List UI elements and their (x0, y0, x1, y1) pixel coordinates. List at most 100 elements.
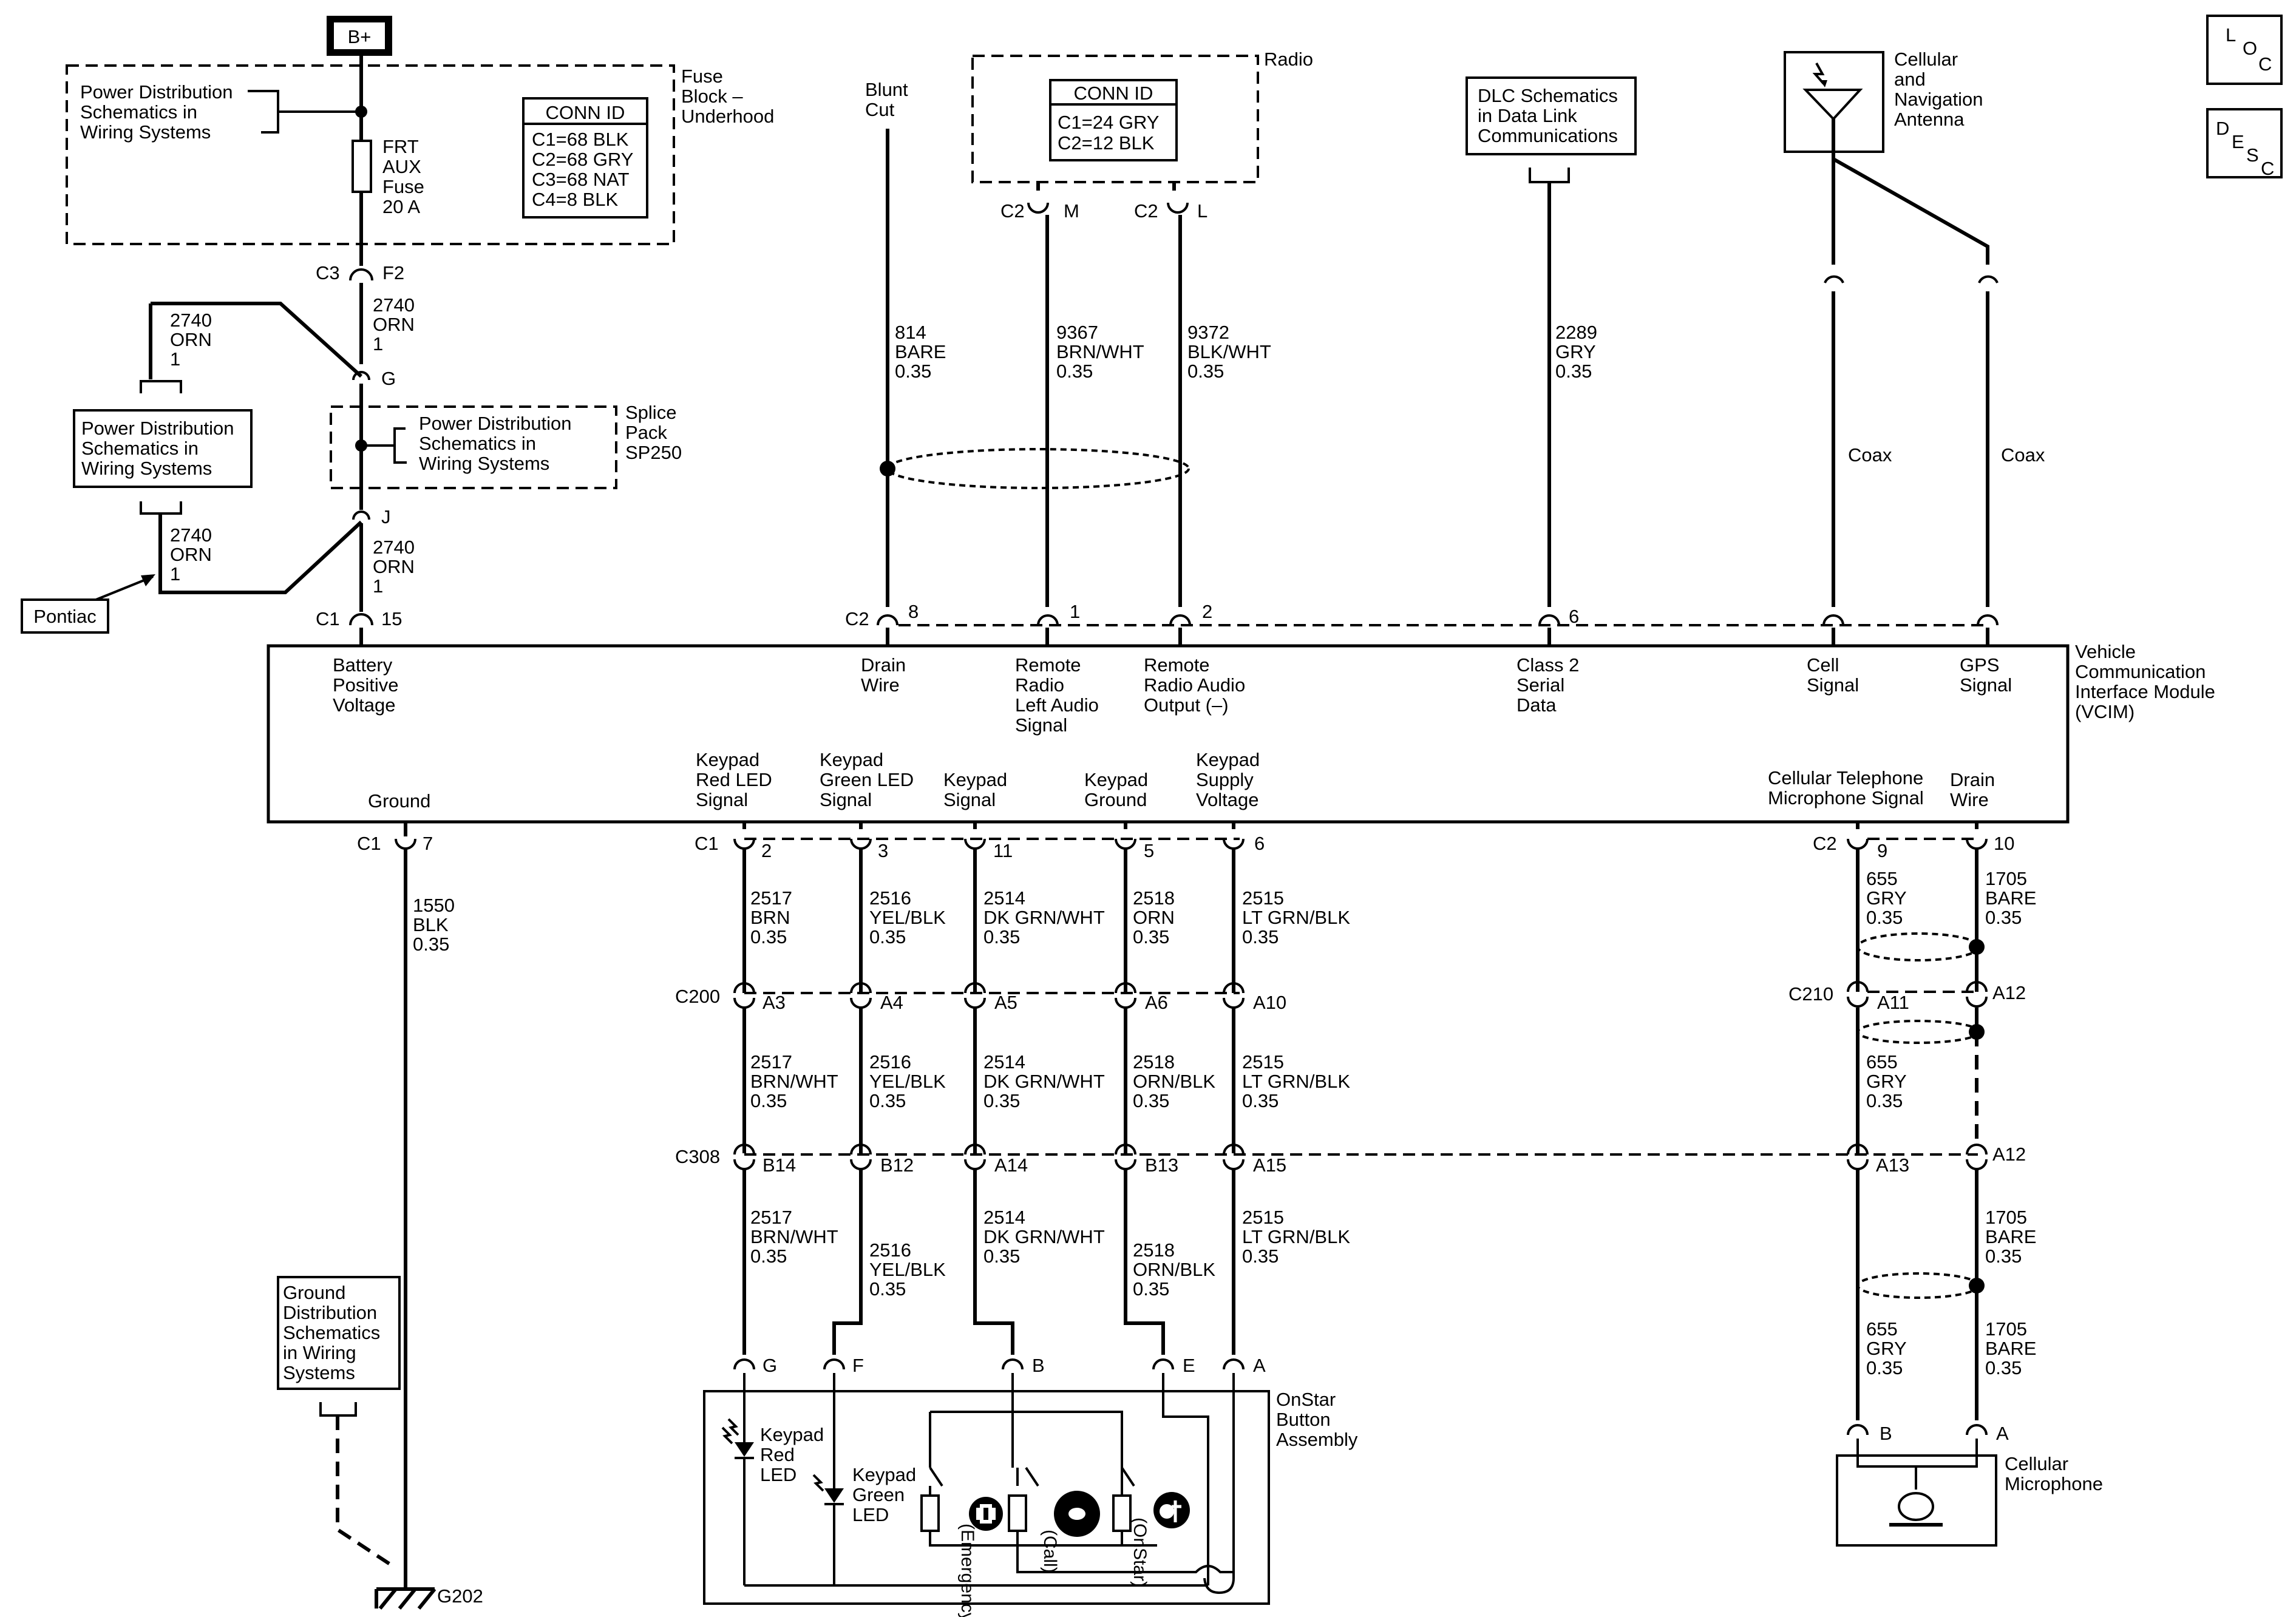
c1-ground-label: C1 (357, 833, 381, 854)
svg-text:0.35: 0.35 (983, 1246, 1020, 1267)
svg-text:BRN: BRN (750, 907, 790, 928)
svg-text:Drain: Drain (861, 654, 906, 676)
svg-text:LT GRN/BLK: LT GRN/BLK (1242, 1226, 1350, 1247)
svg-text:1: 1 (373, 575, 383, 597)
svg-text:2740: 2740 (170, 524, 212, 546)
svg-text:ORN: ORN (1133, 907, 1175, 928)
svg-text:C: C (2261, 158, 2274, 179)
switch-bus (929, 1373, 1123, 1496)
svg-text:Communication: Communication (2075, 661, 2206, 682)
svg-text:Cell: Cell (1807, 654, 1839, 676)
wire-814-label: 814 BARE 0.35 (895, 322, 946, 382)
f2-label: F2 (382, 262, 404, 283)
svg-text:ORN/BLK: ORN/BLK (1133, 1259, 1215, 1280)
svg-text:0.35: 0.35 (895, 361, 931, 382)
svg-text:2515: 2515 (1242, 1207, 1284, 1228)
ground-g202-symbol (375, 1587, 436, 1610)
svg-text:GRY: GRY (1866, 887, 1907, 909)
svg-text:2516: 2516 (869, 1239, 911, 1261)
svg-text:Class 2: Class 2 (1517, 654, 1579, 676)
svg-text:Communications: Communications (1478, 125, 1618, 146)
svg-text:Blunt: Blunt (865, 79, 908, 100)
splice-pack-bracket (361, 427, 407, 464)
svg-text:0.35: 0.35 (869, 1090, 906, 1111)
cell-mic-label: Cellular Microphone (2005, 1453, 2103, 1494)
battery-box: B+ (327, 16, 392, 56)
svg-text:ORN: ORN (373, 556, 415, 577)
svg-text:Interface Module: Interface Module (2075, 681, 2215, 702)
pin-11: 11 (993, 840, 1013, 861)
wire-2740-to-vcim: 2740 ORN 1 (373, 537, 415, 597)
pin-b14: B14 (763, 1154, 796, 1176)
coax-gps-label: Coax (2001, 444, 2045, 466)
antenna-label: Cellular and Navigation Antenna (1894, 49, 1983, 130)
antenna-box (1784, 51, 1884, 153)
svg-text:Radio: Radio (1015, 674, 1064, 696)
mic-shield-1 (1856, 932, 1980, 961)
svg-text:C1=24 GRY: C1=24 GRY (1058, 112, 1159, 133)
onstar-button-assembly-box (703, 1390, 1270, 1605)
emergency-label: (Emergency) (957, 1524, 977, 1617)
svg-text:0.35: 0.35 (1866, 907, 1903, 928)
svg-text:and: and (1894, 69, 1926, 90)
svg-text:DK GRN/WHT: DK GRN/WHT (983, 907, 1105, 928)
svg-text:2289: 2289 (1555, 322, 1597, 343)
pin-a10: A10 (1253, 992, 1286, 1013)
svg-text:LED: LED (852, 1504, 889, 1525)
svg-text:Supply: Supply (1196, 769, 1254, 790)
svg-text:Assembly: Assembly (1276, 1429, 1358, 1450)
svg-text:BARE: BARE (1985, 1338, 2036, 1359)
svg-text:0.35: 0.35 (869, 1278, 906, 1300)
svg-text:CONN ID: CONN ID (1074, 83, 1153, 104)
pin-b12: B12 (880, 1154, 914, 1176)
c210-connectors (1847, 981, 1988, 1008)
onstar-icon (1153, 1492, 1190, 1528)
svg-text:1705: 1705 (1985, 868, 2027, 889)
radio-outline (971, 55, 1259, 183)
svg-text:Left Audio: Left Audio (1015, 694, 1099, 716)
svg-text:Systems: Systems (283, 1362, 355, 1383)
svg-text:(VCIM): (VCIM) (2075, 701, 2135, 722)
l-label: L (1197, 200, 1207, 222)
pin-8-label: 8 (908, 601, 919, 622)
svg-text:Keypad: Keypad (820, 749, 883, 770)
frt-aux-fuse-label: FRT AUX Fuse 20 A (382, 136, 424, 217)
onstar-connectors (733, 1358, 1245, 1370)
pin-a14: A14 (994, 1154, 1028, 1176)
svg-text:0.35: 0.35 (1985, 1357, 2022, 1378)
onstar-resistor (1112, 1494, 1132, 1532)
svg-text:Signal: Signal (943, 789, 996, 810)
onstar-label: OnStar Button Assembly (1276, 1389, 1358, 1450)
connector-c1-7 (395, 838, 416, 850)
svg-text:O: O (2243, 38, 2257, 59)
pin-6-label: 6 (1569, 606, 1579, 627)
svg-text:0.35: 0.35 (750, 926, 787, 947)
c2-mic-label: C2 (1813, 833, 1837, 854)
svg-text:Drain: Drain (1950, 769, 1995, 790)
conn-id-fuse: CONN ID C1=68 BLK C2=68 GRY C3=68 NAT C4… (522, 97, 648, 219)
pin-a4: A4 (880, 992, 903, 1013)
j-label: J (381, 506, 391, 527)
pin-9: 9 (1877, 840, 1887, 861)
svg-text:1: 1 (170, 348, 180, 370)
svg-text:Antenna: Antenna (1894, 109, 1965, 130)
svg-text:Ground: Ground (283, 1282, 345, 1303)
svg-text:Wire: Wire (1950, 789, 1989, 810)
svg-text:Keypad: Keypad (943, 769, 1007, 790)
svg-text:2517: 2517 (750, 1207, 792, 1228)
svg-text:Data: Data (1517, 694, 1557, 716)
svg-text:ORN: ORN (170, 544, 212, 565)
pin-a-onstar: A (1253, 1355, 1266, 1376)
svg-text:Wiring Systems: Wiring Systems (80, 121, 211, 143)
svg-text:9367: 9367 (1056, 322, 1098, 343)
svg-text:Keypad: Keypad (852, 1464, 916, 1485)
g202-label: G202 (437, 1585, 483, 1607)
battery-label: B+ (348, 26, 372, 47)
svg-text:BRN/WHT: BRN/WHT (750, 1071, 838, 1092)
vcim-top-signal-labels: Battery Positive Voltage Drain Wire Remo… (333, 654, 2012, 736)
pin-g: G (763, 1355, 777, 1376)
svg-text:OnStar: OnStar (1276, 1389, 1336, 1410)
